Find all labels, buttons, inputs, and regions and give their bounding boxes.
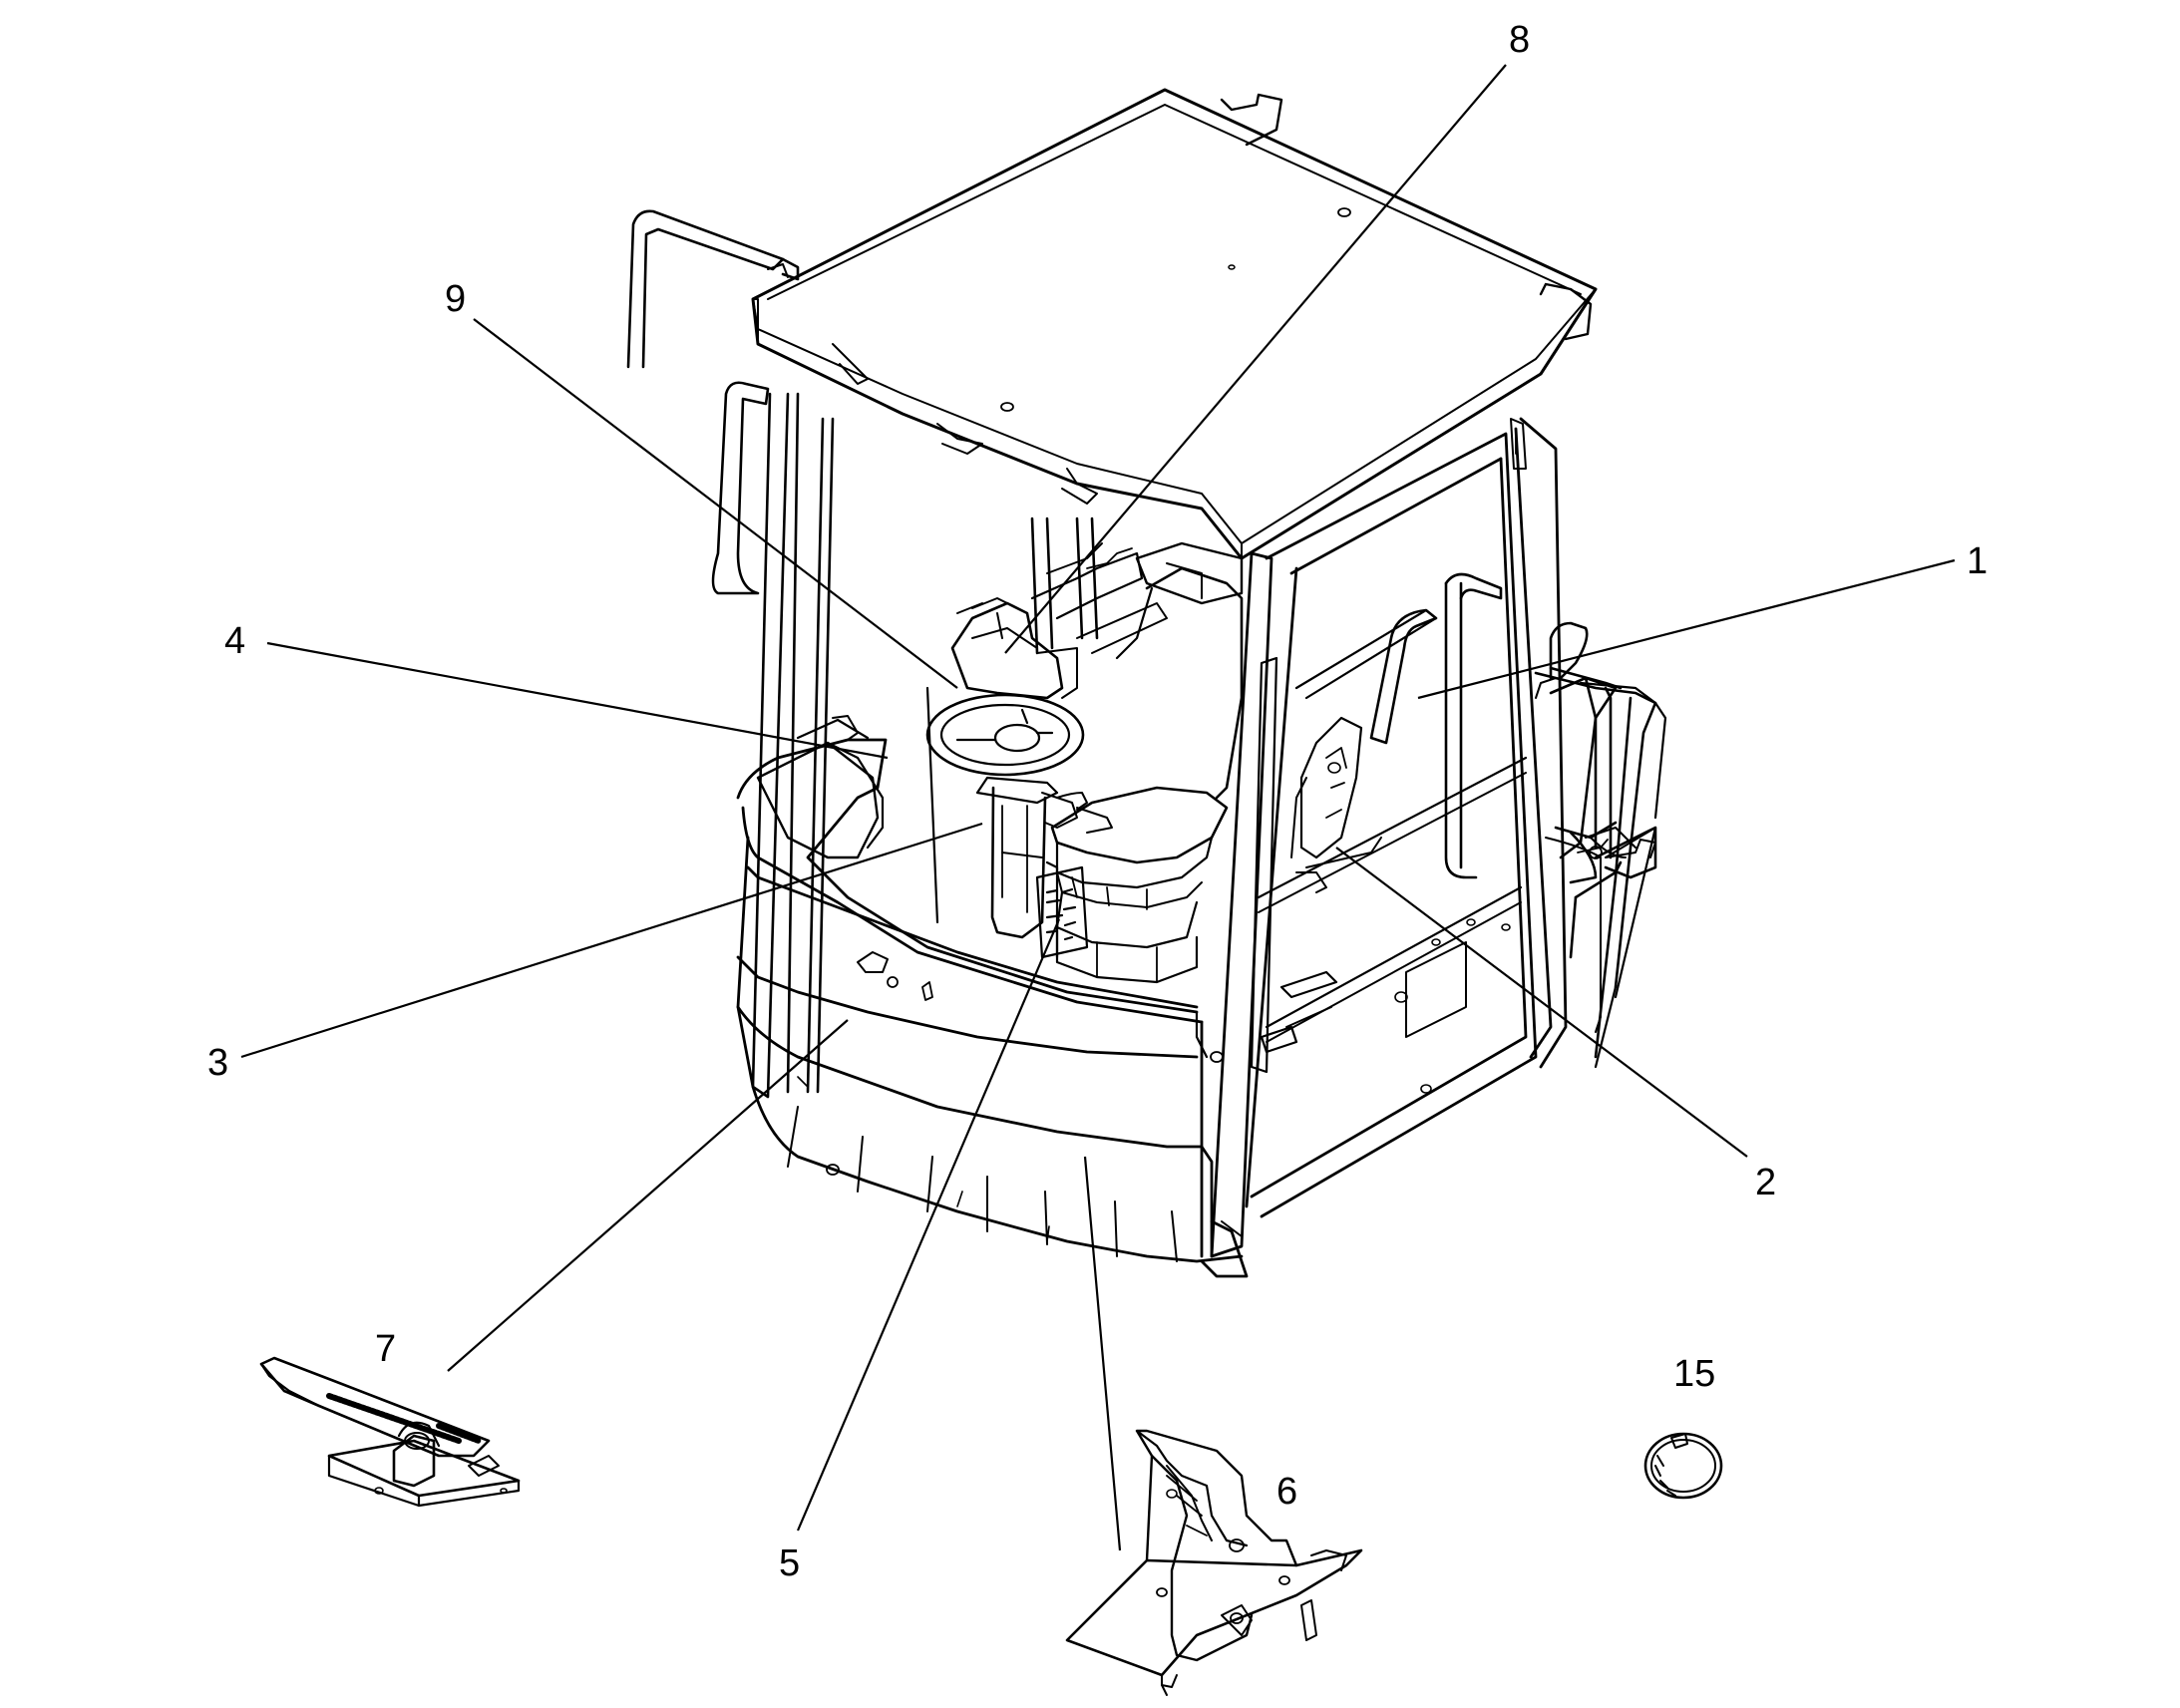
callout-5: 5: [779, 1542, 800, 1584]
cab-door: [1210, 417, 1568, 1258]
leader-lines: [240, 64, 1956, 1551]
front-console: [925, 542, 1168, 924]
cab-roof: [751, 88, 1598, 605]
leader-9: [473, 318, 958, 689]
cab-right-console: [1535, 621, 1656, 1059]
callout-3: 3: [207, 1042, 228, 1084]
callout-9: 9: [445, 278, 466, 320]
callout-1: 1: [1967, 540, 1988, 582]
part-6-pedal-assembly: [1065, 1429, 1363, 1696]
cab-handrails: [626, 209, 1503, 879]
cab-left-pillars: [751, 392, 1099, 1099]
callout-15: 15: [1673, 1353, 1715, 1395]
callout-8: 8: [1509, 19, 1530, 61]
leader-3: [240, 822, 983, 1059]
callout-6: 6: [1276, 1471, 1297, 1513]
operator-seat: [1001, 566, 1382, 984]
part-7-pedal: [259, 1356, 521, 1508]
callout-labels: 1 2 3 4 5 6 7 8 9 15: [207, 19, 1988, 1584]
part-15-clamp: [1643, 1432, 1723, 1500]
leader-7: [447, 1019, 849, 1372]
leader-6: [1083, 1156, 1122, 1551]
callout-4: 4: [224, 620, 245, 662]
leader-5: [796, 918, 1061, 1532]
callout-7: 7: [375, 1328, 396, 1370]
cab-rear-hood: [1534, 666, 1667, 1069]
leader-2: [1335, 847, 1748, 1158]
leader-1: [1417, 558, 1956, 700]
operator-cab: [626, 88, 1667, 1278]
callout-2: 2: [1755, 1162, 1776, 1203]
leader-4: [266, 641, 889, 760]
leader-8: [1004, 64, 1507, 654]
